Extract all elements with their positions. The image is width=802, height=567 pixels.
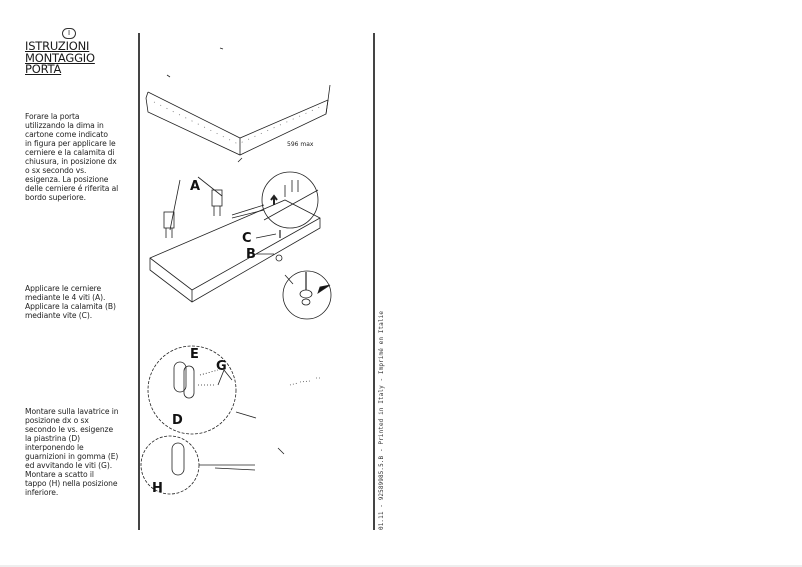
text-line: secondo le vs. esigenze xyxy=(25,425,114,434)
assembly-illustrations: 596 max A xyxy=(140,40,370,530)
label-h: H xyxy=(152,481,163,496)
figure-hinges-magnet: A C B xyxy=(149,171,332,320)
step-3-instructions: Montare sulla lavatrice in posizione dx … xyxy=(25,407,137,497)
text-line: chiusura, in posizione dx xyxy=(25,157,117,166)
title-line-3: PORTA xyxy=(25,62,62,76)
text-line: Applicare la calamita (B) xyxy=(25,302,116,311)
text-line: ed avvitando le viti (G). xyxy=(25,461,113,470)
label-b: B xyxy=(246,247,256,262)
figure-template-drilling: 596 max xyxy=(145,47,331,163)
text-line: Montare sulla lavatrice in xyxy=(25,407,119,416)
page-title: ISTRUZIONI MONTAGGIO PORTA xyxy=(25,39,135,76)
title-line-2: MONTAGGIO xyxy=(25,50,95,65)
step-2-instructions: Applicare le cerniere mediante le 4 viti… xyxy=(25,284,137,320)
title-line-1: ISTRUZIONI xyxy=(25,39,90,53)
figure-plate-mounting: E G D H xyxy=(140,345,320,496)
text-line: mediante le 4 viti (A). xyxy=(25,293,106,302)
dimension-label: 596 max xyxy=(287,141,314,148)
text-line: delle cerniere é riferita al xyxy=(25,184,119,193)
text-line: guarnizioni in gomma (E) xyxy=(25,452,119,461)
text-line: o sx secondo vs. xyxy=(25,166,87,175)
text-line: tappo (H) nella posizione xyxy=(25,479,118,488)
text-line: posizione dx o sx xyxy=(25,416,89,425)
label-e: E xyxy=(190,347,199,362)
text-line: inferiore. xyxy=(25,488,59,497)
label-c: C xyxy=(242,231,252,246)
step-1-instructions: Forare la porta utilizzando la dima in c… xyxy=(25,112,137,202)
text-line: mediante vite (C). xyxy=(25,311,93,320)
label-a: A xyxy=(190,179,200,194)
page-bottom-edge xyxy=(0,565,802,567)
label-g: G xyxy=(216,359,227,374)
text-line: cerniere e la calamita di xyxy=(25,148,115,157)
text-line: bordo superiore. xyxy=(25,193,86,202)
text-line: interponendo le xyxy=(25,443,84,452)
text-line: utilizzando la dima in xyxy=(25,121,104,130)
text-line: in figura per applicare le xyxy=(25,139,116,148)
text-line: la piastrina (D) xyxy=(25,434,80,443)
text-line: Forare la porta xyxy=(25,112,80,121)
column-divider-right xyxy=(373,33,375,530)
language-badge: I xyxy=(62,28,76,39)
text-line: Applicare le cerniere xyxy=(25,284,102,293)
label-d: D xyxy=(172,413,183,428)
text-line: cartone come indicato xyxy=(25,130,108,139)
column-divider-left xyxy=(138,33,140,530)
text-line: Montare a scatto il xyxy=(25,470,94,479)
print-code: 01.11 - 92589985.5.B - Printed in Italy … xyxy=(378,310,385,530)
text-line: esigenza. La posizione xyxy=(25,175,109,184)
